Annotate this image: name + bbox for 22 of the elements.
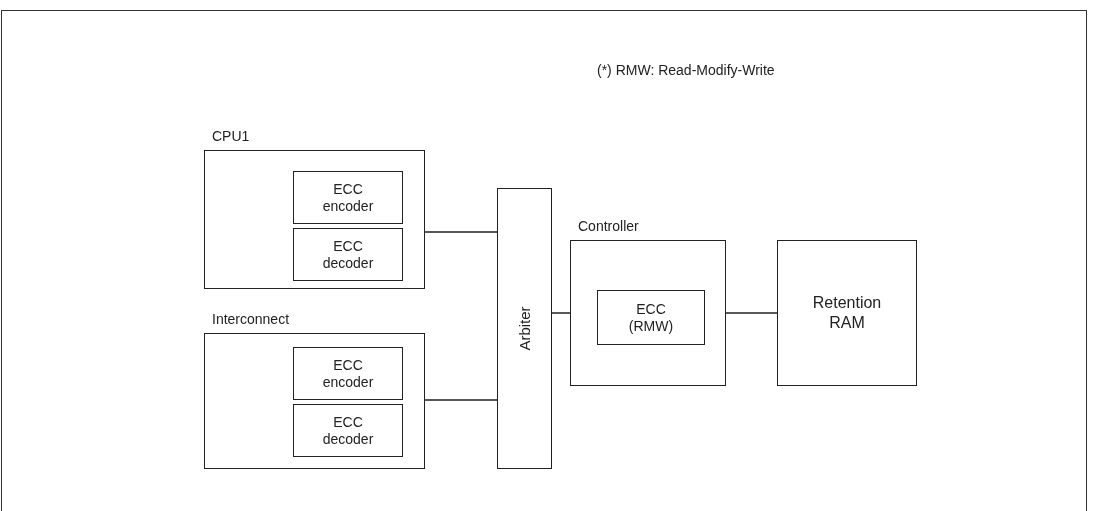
module-box	[293, 228, 403, 281]
block-label: ECC encoder	[321, 356, 375, 391]
connector-line	[551, 312, 571, 314]
connector-line	[424, 399, 498, 401]
block-label: Arbiter	[516, 306, 533, 351]
block-label: ECC encoder	[321, 180, 375, 215]
footnote: (*) RMW: Read-Modify-Write	[597, 62, 775, 78]
connector-line	[725, 312, 778, 314]
connector-line	[424, 231, 498, 233]
module-box	[293, 404, 403, 457]
block-label: ECC (RMW)	[627, 300, 675, 335]
block-label: Retention RAM	[811, 293, 883, 333]
memory-box	[777, 240, 917, 386]
block-label: Interconnect	[212, 311, 290, 327]
block-label: ECC decoder	[321, 413, 375, 448]
module-box	[293, 171, 403, 224]
module-box	[597, 290, 705, 345]
block-label: ECC decoder	[321, 237, 375, 272]
module-box	[293, 347, 403, 400]
arbiter-bar	[497, 188, 552, 469]
block-label: CPU1	[212, 128, 250, 144]
block-label: Controller	[578, 218, 639, 234]
